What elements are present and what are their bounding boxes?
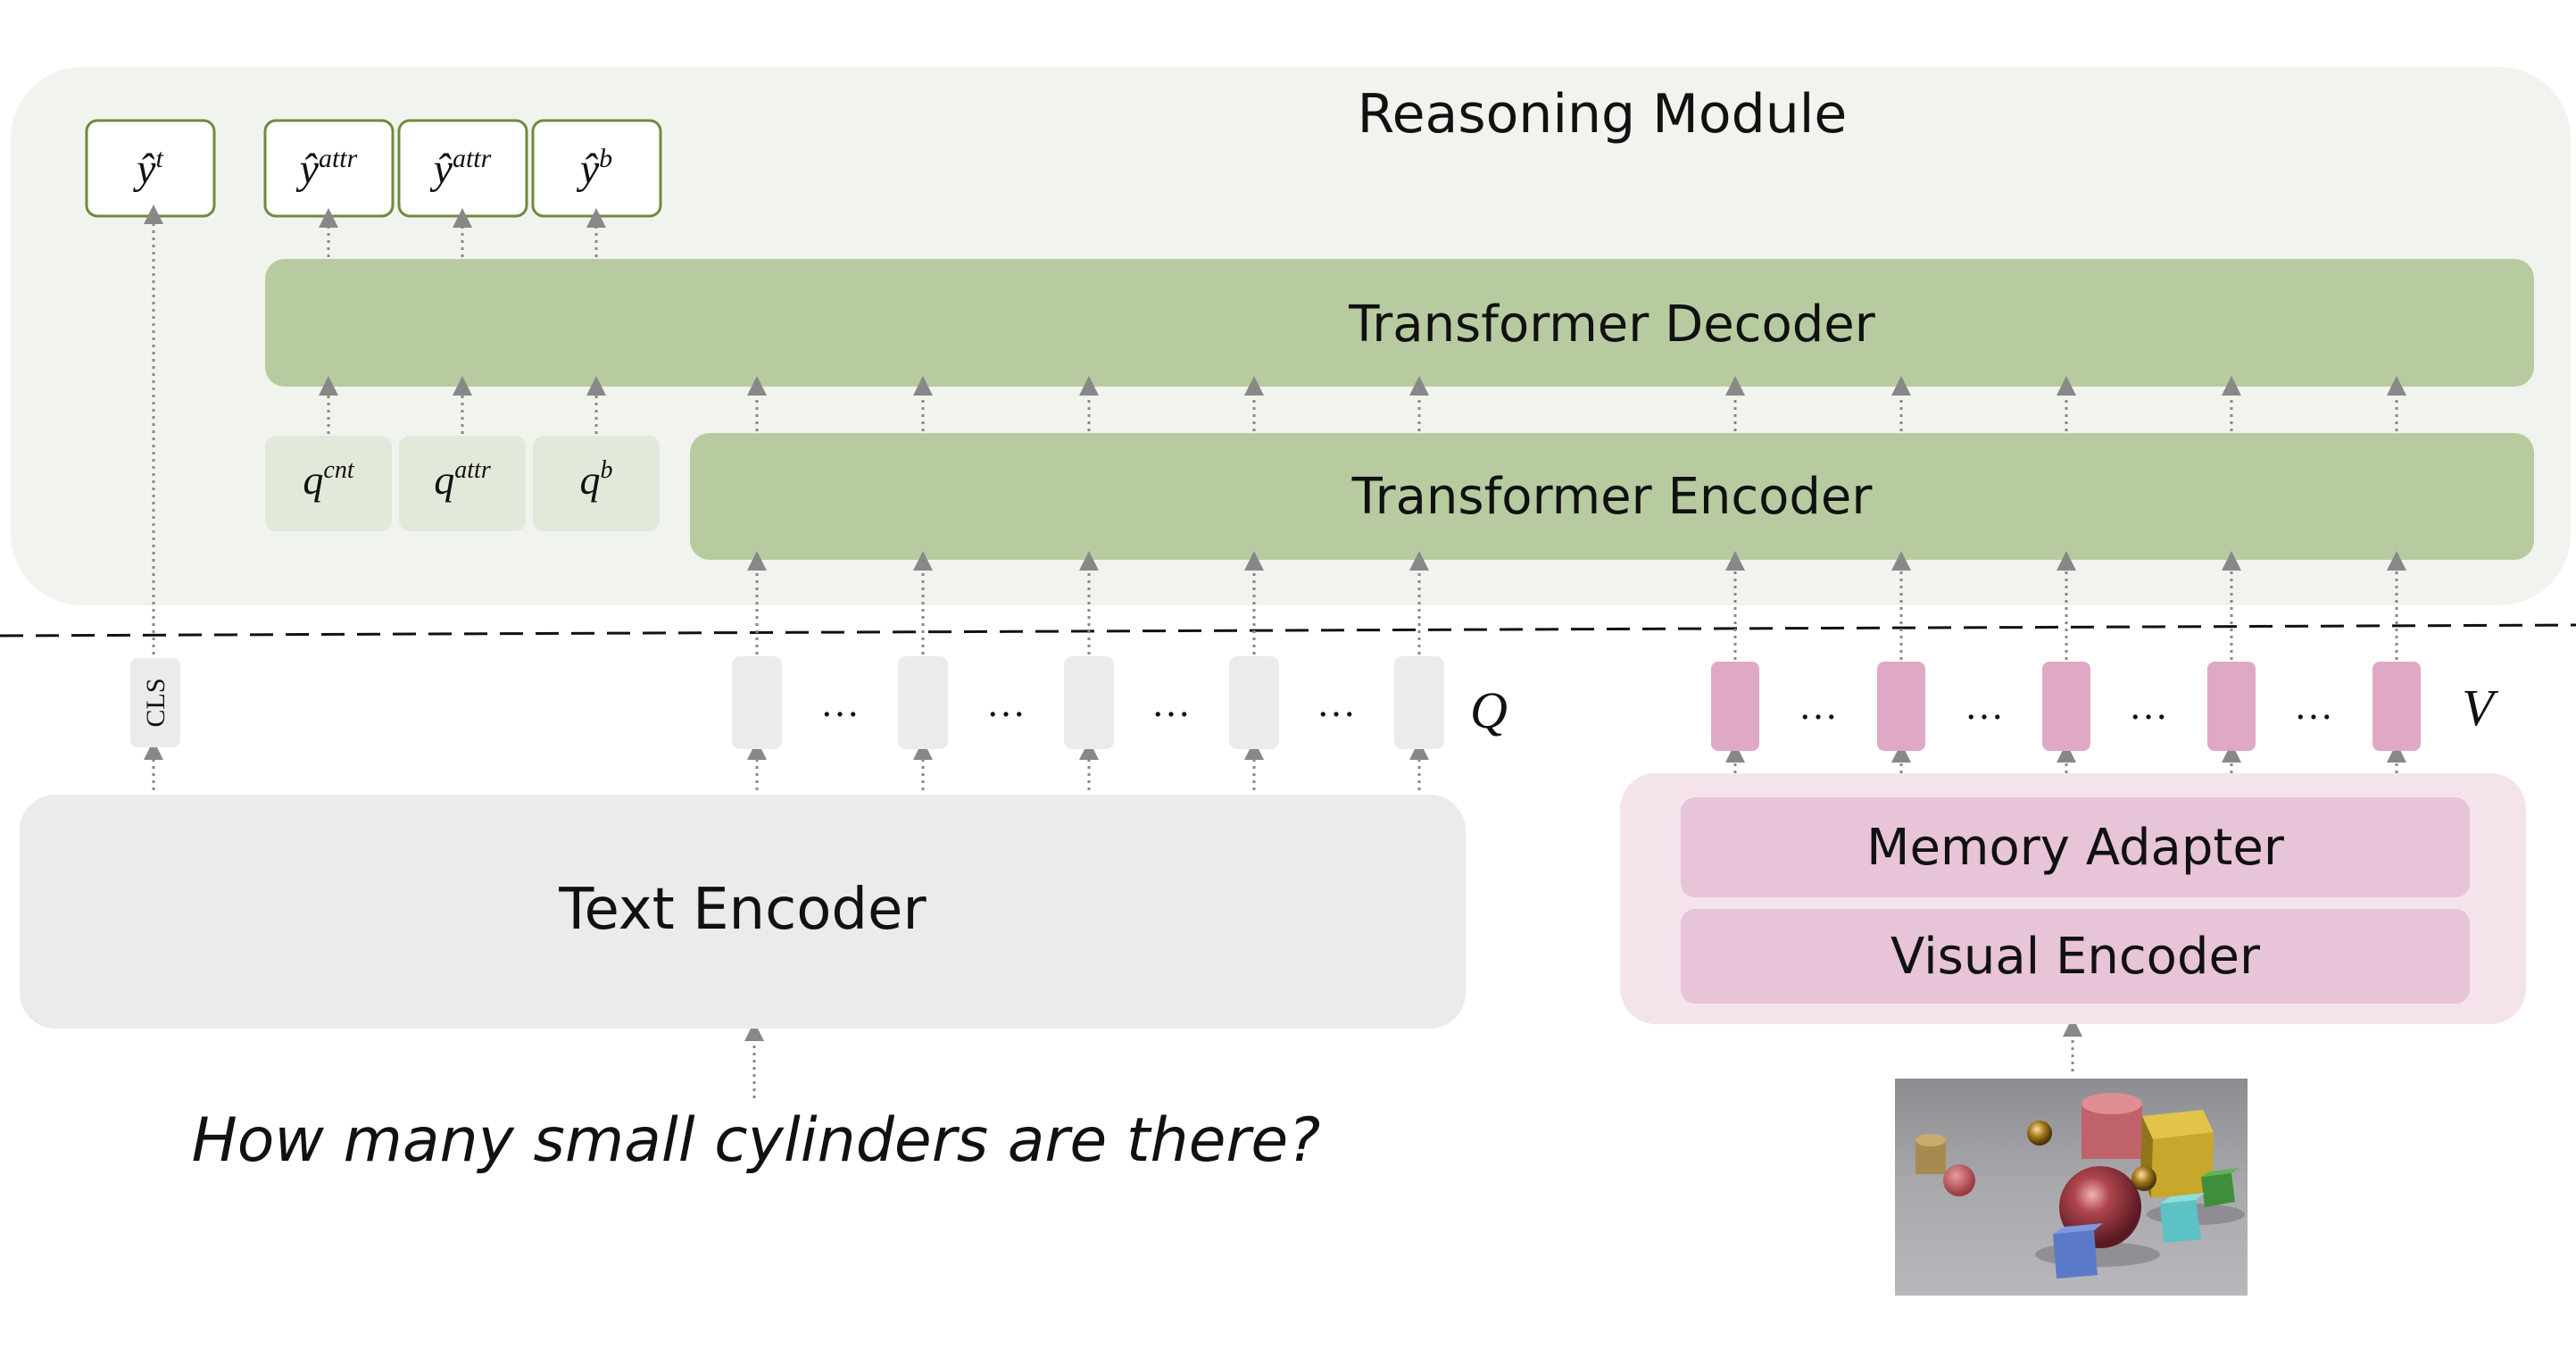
separator-dashed-line (0, 623, 2576, 638)
text-token-ellipsis: … (1317, 681, 1356, 725)
cls-token-label: CLS (141, 678, 170, 727)
text-token (1064, 656, 1114, 749)
transformer-encoder (690, 433, 2534, 560)
transformer-decoder (265, 259, 2534, 387)
question-text: How many small cylinders are there? (192, 1105, 1321, 1176)
output-label: ŷattr (429, 144, 492, 193)
memory-adapter-label: Memory Adapter (1866, 819, 2285, 877)
visual-token-ellipsis: … (1799, 684, 1838, 728)
output-label: ŷb (576, 144, 612, 193)
output-label: ŷattr (295, 144, 358, 193)
output-label: ŷt (132, 144, 163, 193)
text-token-ellipsis: … (820, 681, 860, 725)
query-box (399, 436, 526, 531)
query-label: qb (580, 456, 613, 503)
visual-token (2042, 662, 2090, 751)
text-token (1229, 656, 1279, 749)
visual-encoder (1681, 909, 2470, 1004)
text-encoder (20, 795, 1466, 1029)
query-label: qattr (434, 456, 491, 503)
cls-token (130, 658, 180, 747)
text-token-ellipsis: … (1151, 681, 1191, 725)
reasoning-module-title: Reasoning Module (1358, 83, 1848, 146)
visual-token-ellipsis: … (2129, 684, 2168, 728)
visual-token (2372, 662, 2421, 751)
visual-encoder-label: Visual Encoder (1890, 928, 2261, 986)
visual-token-symbol: V (2462, 679, 2499, 737)
input-scene-image (1895, 1079, 2248, 1296)
text-token-ellipsis: … (986, 681, 1026, 725)
transformer-decoder-label: Transformer Decoder (1348, 296, 1875, 354)
query-label: qcnt (303, 456, 354, 503)
query-box (265, 436, 392, 531)
query-box (533, 436, 660, 531)
text-token (732, 656, 782, 749)
text-token-symbol: Q (1470, 681, 1508, 739)
visual-token-ellipsis: … (1965, 684, 2004, 728)
visual-token (1711, 662, 1759, 751)
visual-token-ellipsis: … (2294, 684, 2333, 728)
text-encoder-label: Text Encoder (558, 877, 927, 943)
transformer-encoder-label: Transformer Encoder (1351, 468, 1874, 526)
visual-token (2207, 662, 2256, 751)
memory-adapter (1681, 797, 2470, 897)
text-token (898, 656, 948, 749)
visual-token (1877, 662, 1925, 751)
text-token (1394, 656, 1444, 749)
